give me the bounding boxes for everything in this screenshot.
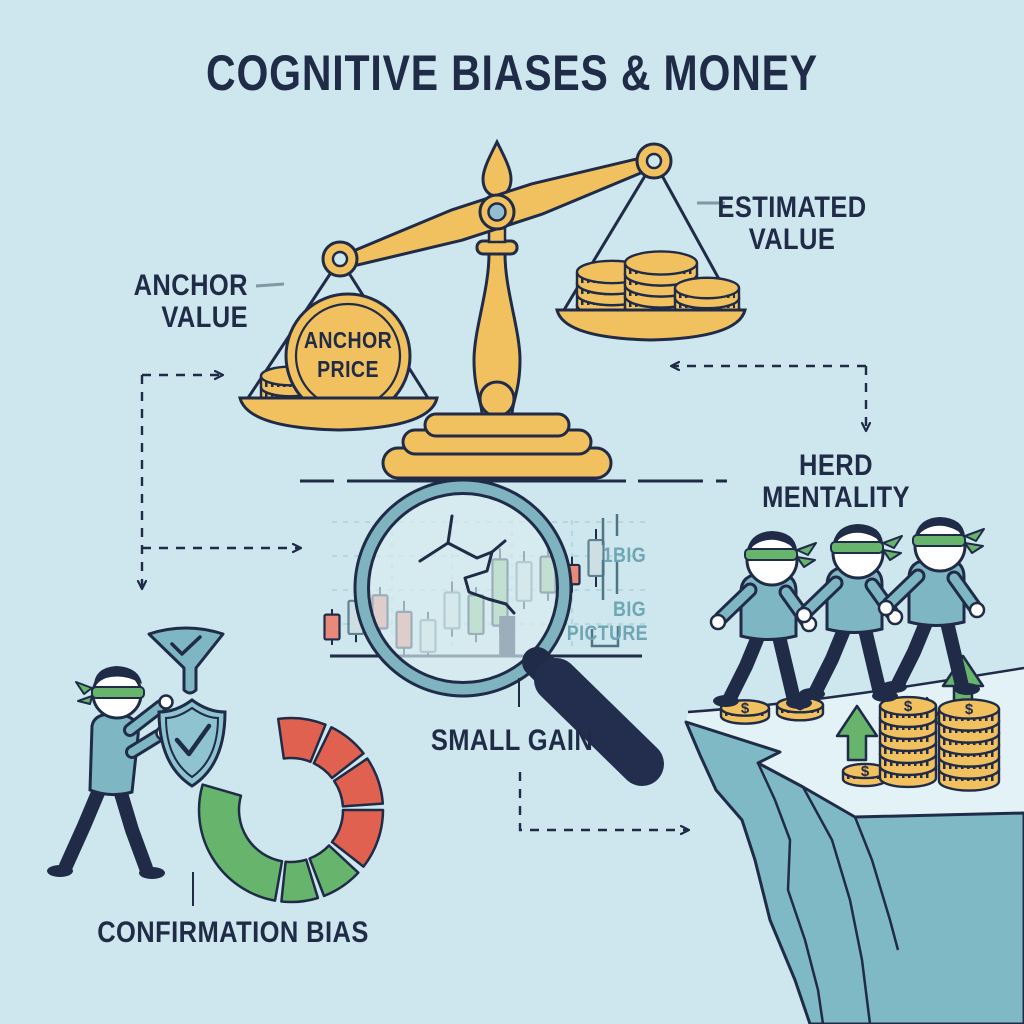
- cliff-coins: $$$$$: [719, 695, 1001, 792]
- confirmation-bias-label: CONFIRMATION BIAS: [97, 915, 369, 948]
- confirmation-figure-hair: [93, 666, 142, 690]
- anchor-price-line2: PRICE: [317, 357, 379, 383]
- funnel-checkmark-icon: [170, 635, 202, 656]
- donut-segment-green: [280, 858, 320, 904]
- filter-funnel-icon: [147, 626, 225, 695]
- up-arrow: [835, 704, 879, 762]
- cliff-face: [684, 720, 1024, 1024]
- estimated-value-label-1: ESTIMATED: [717, 190, 866, 223]
- dashed-connectors: [142, 366, 866, 830]
- herd-mentality-label-2: MENTALITY: [762, 480, 910, 513]
- herd-mentality-scene: $$$$$ HERD MENTALITY: [684, 448, 1024, 1024]
- donut-segment-red: [312, 726, 365, 780]
- magnifying-glass: [353, 478, 664, 786]
- page-title-group: COGNITIVE BIASES & MONEY: [206, 45, 818, 101]
- lens-crack: [418, 514, 516, 615]
- chart-bracket: [590, 514, 620, 648]
- candle-red: [323, 613, 341, 641]
- coin-top: [623, 250, 699, 276]
- small-gain-label: SMALL GAIN: [431, 723, 593, 756]
- chart-note-top: 1BIG: [603, 544, 646, 568]
- donut-segment-red: [276, 716, 327, 764]
- right-pan: [555, 160, 747, 342]
- candle-pale: [587, 538, 605, 578]
- coin-top: [878, 695, 938, 717]
- donut-segment-red: [332, 757, 385, 808]
- left-pan-dish: [238, 396, 439, 432]
- connector-smallgain-cliff: [518, 772, 688, 830]
- cliff-cracks: [756, 762, 900, 1024]
- estimated-value-label-group: ESTIMATED VALUE: [697, 190, 866, 255]
- shield-icon: [157, 698, 227, 788]
- coin-dollar-sign: $: [861, 763, 870, 780]
- anchor-value-label-1: ANCHOR: [134, 268, 248, 301]
- confirmation-bias-scene: CONFIRMATION BIAS: [47, 626, 385, 948]
- donut-gauge-chart: [197, 716, 385, 904]
- lens-rim: [355, 480, 571, 696]
- magnifier-handle: [534, 658, 664, 786]
- page-title: COGNITIVE BIASES & MONEY: [206, 45, 818, 101]
- balance-scale: ANCHOR PRICE: [238, 138, 747, 483]
- confirmation-figure-blindfold: [91, 686, 145, 699]
- donut-segment-red: [330, 808, 385, 868]
- right-pan-dish: [555, 308, 747, 342]
- coin-dollar-sign: $: [904, 698, 913, 715]
- left-pan: ANCHOR PRICE: [238, 258, 439, 432]
- herd-mentality-label-1: HERD: [799, 448, 873, 481]
- chart-note-picture: PICTURE: [567, 622, 648, 646]
- donut-segment-green: [197, 783, 284, 902]
- coin-top: [937, 698, 1001, 720]
- anchor-value-label-2: VALUE: [161, 300, 248, 333]
- lens-glass: [362, 487, 564, 689]
- coin-top: [673, 276, 741, 300]
- anchor-price-line1: ANCHOR: [304, 328, 392, 354]
- candlestick-chart: 1BIG BIG PICTURE SMALL GAIN: [323, 478, 664, 786]
- anchor-value-label-group: ANCHOR VALUE: [134, 268, 285, 333]
- chart-note-big: BIG: [613, 598, 646, 622]
- coin-dollar-sign: $: [741, 700, 750, 717]
- estimated-value-label-2: VALUE: [749, 222, 836, 255]
- donut-segment-green: [308, 844, 360, 898]
- coin-dollar-sign: $: [965, 701, 974, 718]
- shield-checkmark-icon: [174, 723, 212, 757]
